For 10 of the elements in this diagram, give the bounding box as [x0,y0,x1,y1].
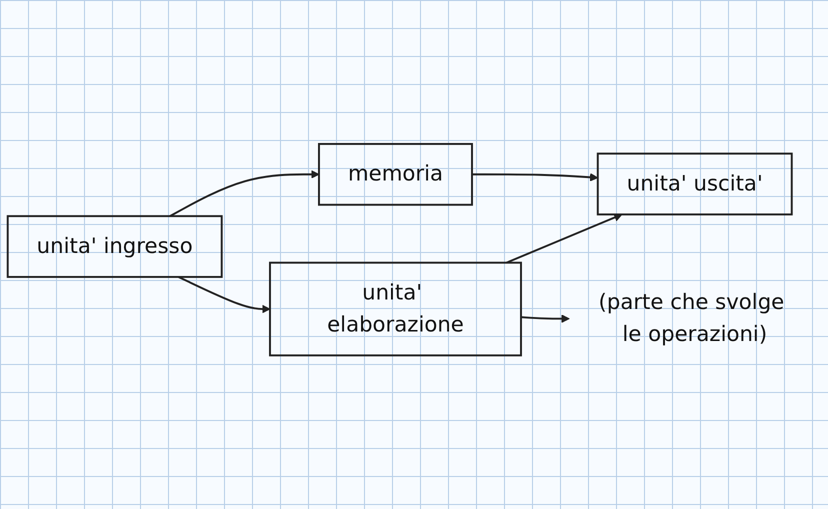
node-box: unita' uscita' [596,152,793,216]
arrow [506,213,622,264]
node-box: unita' elaborazione [269,262,522,356]
node-text: (parte che svolge le operazioni) [598,290,784,347]
arrow [472,173,598,182]
arrow [520,314,570,323]
arrow [170,170,320,217]
node-box: unita' ingresso [6,215,223,278]
node-box: memoria [318,143,473,206]
arrow [178,276,270,314]
